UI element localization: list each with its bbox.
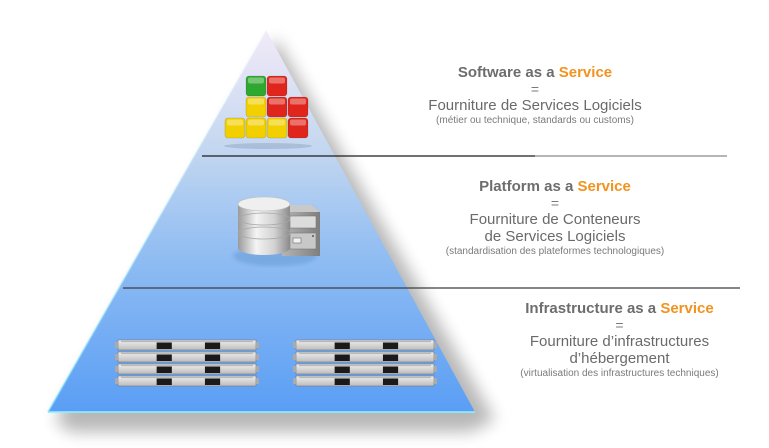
database-server-icon <box>233 196 320 266</box>
block-red <box>266 75 288 97</box>
block-yellow <box>266 117 288 139</box>
rack-servers-icon <box>115 339 437 387</box>
saas-note: (métier ou technique, standards ou custo… <box>436 115 634 126</box>
rack-server-stack <box>293 339 437 387</box>
block-yellow <box>224 117 246 139</box>
saas-description: Fourniture de Services Logiciels <box>428 97 642 114</box>
iaas-description-line-1: Fourniture d’infrastructures <box>529 333 710 350</box>
block-yellow <box>245 96 267 118</box>
paas-title: Platform as a Service <box>479 178 631 195</box>
pyramid-left-edge <box>47 29 267 413</box>
block-green <box>245 75 267 97</box>
iaas-title-accent: Service <box>660 300 714 317</box>
block-red <box>287 96 309 118</box>
block-red <box>287 117 309 139</box>
iaas-description-line-2: d’hébergement <box>569 350 670 367</box>
paas-description-line-1: Fourniture de Conteneurs <box>469 211 641 228</box>
saas-equals: = <box>530 81 540 97</box>
paas-title-accent: Service <box>577 178 631 195</box>
saas-title-accent: Service <box>558 64 613 81</box>
saas-label: Software as a Service = Fourniture de Se… <box>360 64 710 127</box>
iaas-title: Infrastructure as a Service <box>525 300 714 317</box>
paas-description-line-2: de Services Logiciels <box>484 228 626 245</box>
rack-server-stack <box>115 339 259 387</box>
block-yellow <box>245 117 267 139</box>
block-red <box>266 96 288 118</box>
database-cylinder-icon <box>237 196 291 255</box>
colored-blocks-icon <box>224 75 312 149</box>
saas-title: Software as a Service <box>457 64 613 81</box>
iaas-label: Infrastructure as a Service = Fourniture… <box>470 300 769 380</box>
iaas-equals: = <box>615 317 624 333</box>
server-cabinet-icon <box>282 205 320 256</box>
iaas-note: (virtualisation des infrastructures tech… <box>520 368 719 379</box>
paas-equals: = <box>550 195 560 211</box>
paas-label: Platform as a Service = Fourniture de Co… <box>390 178 720 258</box>
paas-note: (standardisation des plateformes technol… <box>445 246 665 257</box>
